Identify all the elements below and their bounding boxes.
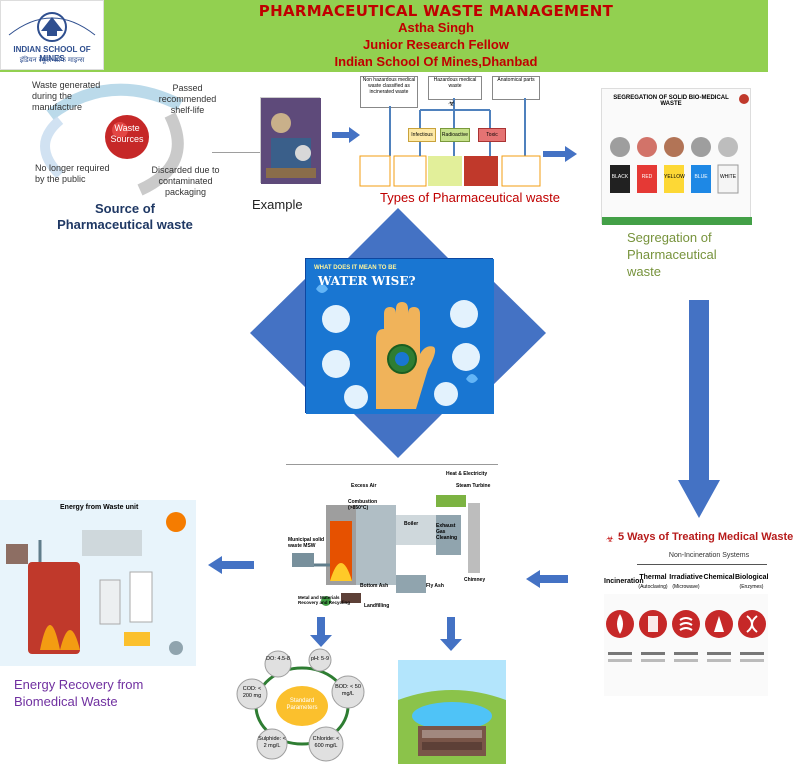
method-irradiative: Irradiative bbox=[669, 574, 703, 581]
four-way-arrows-icon bbox=[250, 208, 546, 458]
source-manufacture: Waste generated during the manufacture bbox=[32, 80, 101, 112]
author-institution: Indian School Of Mines,Dhanbad bbox=[334, 54, 538, 69]
example-caption: Example bbox=[252, 197, 303, 212]
treatment-subtitle: Non-Incineration Systems bbox=[668, 552, 750, 559]
plant-label-turbine: Steam Turbine bbox=[456, 483, 491, 489]
treatment-methods-panel: ☣ 5 Ways of Treating Medical Waste Non-I… bbox=[604, 528, 793, 696]
sources-swirl-graphic bbox=[40, 83, 184, 196]
source-packaging: Discarded due to contaminated packaging bbox=[151, 165, 220, 197]
treatment-icons-graphic bbox=[604, 594, 768, 696]
type-hazardous: Hazardous medical waste bbox=[428, 76, 482, 100]
bin-white-label: WHITE bbox=[719, 174, 737, 180]
poster-subtitle: WHAT DOES IT MEAN TO BE bbox=[314, 265, 397, 271]
waste-sources-label: Waste Sources bbox=[110, 123, 144, 144]
method-thermal: Thermal bbox=[639, 574, 667, 581]
energy-diagram-title: Energy from Waste unit bbox=[60, 504, 139, 511]
bin-red-label: RED bbox=[641, 174, 653, 180]
water-wise-poster: WHAT DOES IT MEAN TO BE WATER WISE? bbox=[305, 258, 494, 414]
author-role: Junior Research Fellow bbox=[363, 37, 509, 52]
plant-graphic bbox=[292, 495, 480, 606]
types-tree-lines: ☣ bbox=[359, 98, 541, 187]
type-anatomical: Anatomical parts bbox=[492, 76, 540, 100]
page-title: PHARMACEUTICAL WASTE MANAGEMENT bbox=[258, 2, 614, 20]
method-biological: Biological bbox=[735, 574, 769, 581]
arrow-left-icon bbox=[208, 556, 254, 574]
treatment-title: 5 Ways of Treating Medical Waste bbox=[618, 531, 793, 543]
source-public: No longer required by the public bbox=[35, 163, 110, 184]
arrow-down-icon bbox=[310, 617, 332, 647]
method-chemical: Chemical bbox=[703, 574, 735, 581]
param-ph: pH: 5-9 bbox=[310, 656, 330, 662]
method-biological-sub: (Enzymes) bbox=[739, 584, 764, 590]
waste-sources-diagram: Waste Sources Waste generated during the… bbox=[20, 75, 220, 235]
param-chloride: Chloride: < 600 mg/L bbox=[312, 736, 340, 749]
parameters-center-label: Standard Parameters bbox=[286, 698, 318, 711]
arrow-left-icon bbox=[526, 570, 568, 588]
source-shelf-life: Passed recommended shelf-life bbox=[158, 83, 217, 115]
plant-label-heat: Heat & Electricity bbox=[446, 471, 488, 477]
segregation-chart-title: SEGREGATION OF SOLID BIO-MEDICAL WASTE bbox=[613, 95, 729, 107]
waste-photo-graphic bbox=[261, 98, 321, 184]
plant-label-fly-ash: Fly Ash bbox=[426, 583, 444, 589]
example-photo bbox=[260, 97, 321, 184]
type-toxic: Toxic bbox=[478, 128, 506, 142]
parameters-bubbles-graphic bbox=[236, 648, 365, 762]
landfill-illustration bbox=[398, 660, 506, 764]
plant-label-msw: Municipal solid waste MSW bbox=[288, 537, 325, 549]
standard-parameters-cluster: Standard Parameters DO: 4.5-8 pH: 5-9 BO… bbox=[236, 648, 368, 764]
energy-plant-graphic bbox=[6, 512, 186, 655]
author-name: Astha Singh bbox=[398, 20, 474, 35]
ism-logo: INDIAN SCHOOL OF MINES इंडियन स्कूल ऑफ म… bbox=[0, 0, 104, 70]
plant-label-gas-cleaning: Exhaust Gas Cleaning bbox=[436, 523, 458, 541]
bin-black-label: BLACK bbox=[611, 174, 629, 180]
bin-blue-label: BLUE bbox=[694, 174, 708, 180]
header-bar bbox=[0, 0, 768, 72]
poster-title: WATER WISE? bbox=[318, 274, 416, 288]
treatment-divider bbox=[637, 564, 767, 565]
arrow-down-icon bbox=[440, 617, 462, 651]
param-cod: COD: < 200 mg bbox=[242, 686, 262, 699]
source-caption: Source of Pharmaceutical waste bbox=[57, 201, 193, 232]
logo-hindi-text: इंडियन स्कूल ऑफ माइन्स bbox=[19, 57, 85, 64]
logo-text: INDIAN SCHOOL OF MINES bbox=[13, 45, 91, 63]
type-radioactive: Radioactive bbox=[440, 128, 470, 142]
param-sulphide: Sulphide: < 2 mg/L bbox=[258, 736, 286, 749]
energy-caption: Energy Recovery from Biomedical Waste bbox=[14, 677, 144, 709]
type-infectious: Infectious bbox=[408, 128, 436, 142]
segregation-caption: Segregation of Pharmaceutical waste bbox=[627, 230, 717, 279]
plant-label-air: Excess Air bbox=[351, 483, 377, 489]
plant-label-landfill: Landfilling bbox=[364, 603, 390, 609]
segregation-chart: SEGREGATION OF SOLID BIO-MEDICAL WASTE B… bbox=[601, 88, 752, 225]
param-do: DO: 4.5-8 bbox=[266, 656, 290, 662]
plant-label-recycling: Metal and Materials Recovery and Recycli… bbox=[298, 595, 351, 605]
waste-types-diagram: Non hazardous medical waste classified a… bbox=[359, 76, 541, 188]
bins-graphic bbox=[602, 94, 752, 225]
energy-recovery-diagram: Energy from Waste unit bbox=[0, 500, 196, 666]
method-irradiative-sub: (Microwave) bbox=[672, 584, 700, 590]
connector-line bbox=[212, 152, 260, 153]
types-caption: Types of Pharmaceutical waste bbox=[380, 190, 560, 205]
landfill-graphic bbox=[398, 660, 506, 764]
plant-label-bottom-ash: Bottom Ash bbox=[360, 583, 389, 589]
plant-label-chimney: Chimney bbox=[464, 577, 486, 583]
method-thermal-sub: (Autoclaving) bbox=[638, 584, 668, 590]
param-bod: BOD: < 50 mg/L bbox=[335, 684, 361, 697]
bin-yellow-label: YELLOW bbox=[664, 174, 685, 180]
arrow-right-icon bbox=[543, 146, 577, 162]
logo-emblem-icon bbox=[3, 3, 101, 67]
method-incineration: Incineration bbox=[604, 578, 644, 585]
type-nonhazardous: Non hazardous medical waste classified a… bbox=[360, 76, 418, 108]
hand-globe-graphic bbox=[306, 259, 494, 414]
plant-label-combustion: Combustion (>850°C) bbox=[348, 499, 378, 511]
arrow-down-icon bbox=[678, 300, 720, 518]
incineration-plant-diagram: Heat & Electricity Steam Turbine Excess … bbox=[286, 464, 498, 613]
arrow-right-icon bbox=[332, 127, 360, 143]
plant-label-boiler: Boiler bbox=[404, 521, 419, 527]
svg-text:☣: ☣ bbox=[448, 99, 455, 108]
biohazard-icon: ☣ bbox=[606, 534, 615, 544]
